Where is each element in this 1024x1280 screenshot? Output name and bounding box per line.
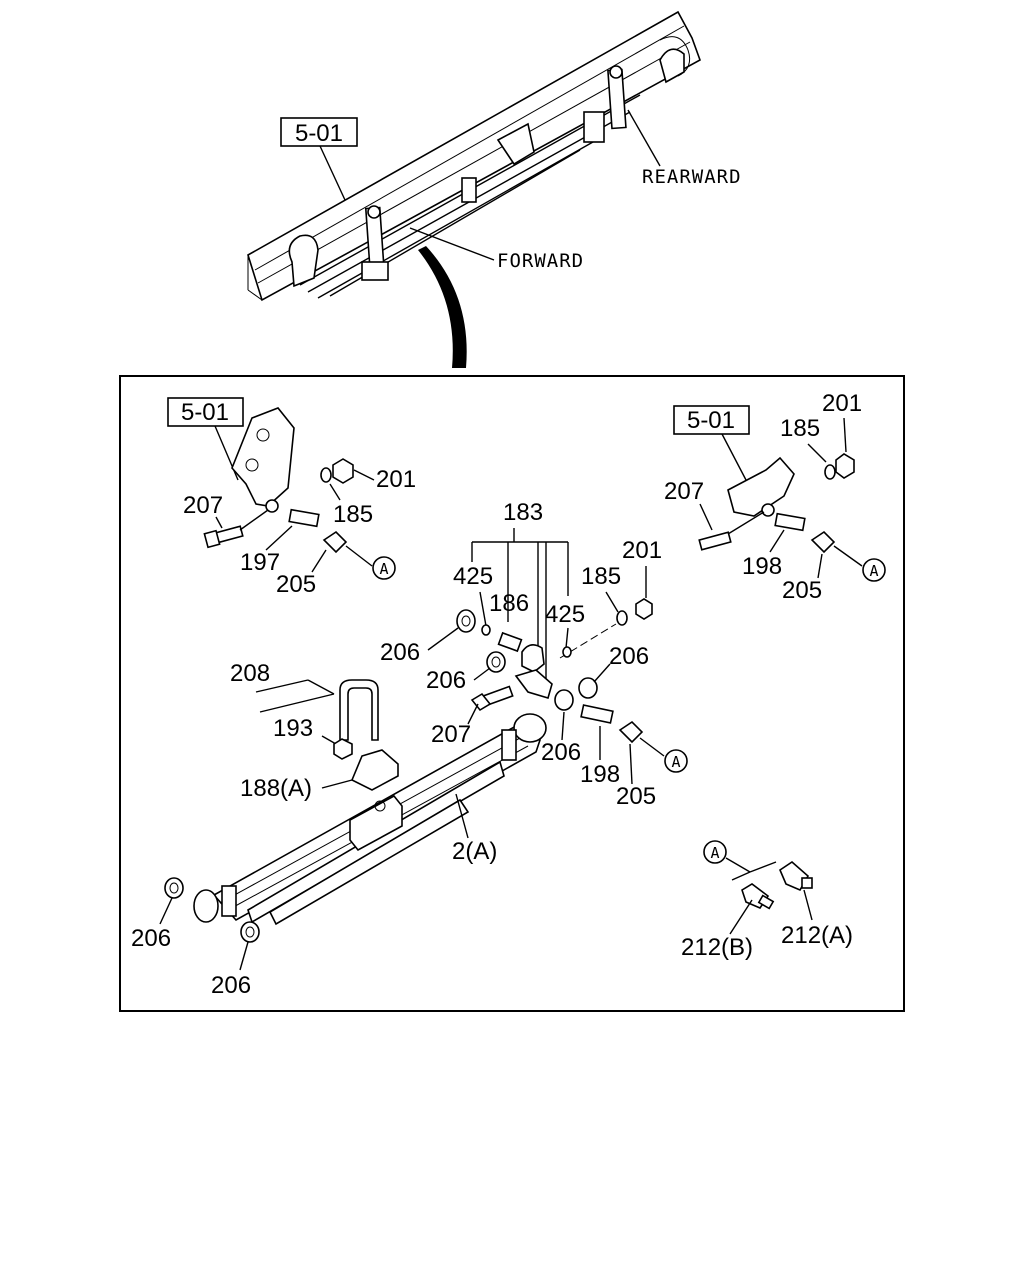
shackle-assembly: 183 425 186 425 185 201 207 bbox=[380, 499, 688, 810]
label-201-left: 201 bbox=[376, 466, 416, 493]
callout-a-right: A bbox=[869, 562, 878, 580]
label-188a: 188(A) bbox=[240, 775, 312, 802]
label-206-e: 206 bbox=[131, 925, 171, 952]
label-205-right: 205 bbox=[782, 577, 822, 604]
label-185-mid: 185 bbox=[581, 563, 621, 590]
label-205-mid: 205 bbox=[616, 783, 656, 810]
detail-frame bbox=[119, 375, 905, 1012]
label-185-right: 185 bbox=[780, 415, 820, 442]
label-207-right: 207 bbox=[664, 478, 704, 505]
label-425-right: 425 bbox=[545, 601, 585, 628]
label-2a: 2(A) bbox=[452, 838, 497, 865]
ref-box-right: 5-01 bbox=[687, 407, 735, 434]
label-425-left: 425 bbox=[453, 563, 493, 590]
u-bolt-group: 208 193 188(A) bbox=[230, 660, 399, 802]
label-207-mid: 207 bbox=[431, 721, 471, 748]
rear-bracket-group: 5-01 207 198 A 205 201 185 bbox=[664, 390, 886, 604]
label-212a: 212(A) bbox=[781, 922, 853, 949]
label-206-b: 206 bbox=[426, 667, 466, 694]
ref-box-left: 5-01 bbox=[181, 399, 229, 426]
label-186: 186 bbox=[489, 590, 529, 617]
label-201-mid: 201 bbox=[622, 537, 662, 564]
label-198-mid: 198 bbox=[580, 761, 620, 788]
label-197: 197 bbox=[240, 549, 280, 576]
chassis-overview: 5-01 FORWARD REARWARD bbox=[247, 10, 742, 368]
label-206-d: 206 bbox=[541, 739, 581, 766]
label-212b: 212(B) bbox=[681, 934, 753, 961]
rearward-label: REARWARD bbox=[642, 166, 742, 188]
callout-a-mid: A bbox=[671, 753, 680, 771]
label-206-f: 206 bbox=[211, 972, 251, 999]
label-201-right: 201 bbox=[822, 390, 862, 417]
label-193: 193 bbox=[273, 715, 313, 742]
grease-fitting-group: A 212(B) 212(A) bbox=[681, 840, 853, 961]
forward-label: FORWARD bbox=[497, 250, 584, 272]
label-208: 208 bbox=[230, 660, 270, 687]
callout-a-fittings: A bbox=[710, 844, 719, 862]
label-198-right: 198 bbox=[742, 553, 782, 580]
front-bracket-group: 5-01 207 197 A 205 201 185 bbox=[167, 397, 416, 598]
label-205-left: 205 bbox=[276, 571, 316, 598]
label-207-left: 207 bbox=[183, 492, 223, 519]
label-185-left: 185 bbox=[333, 501, 373, 528]
zoom-arrow bbox=[418, 246, 467, 368]
callout-a-left: A bbox=[379, 560, 388, 578]
label-206-c: 206 bbox=[609, 643, 649, 670]
label-206-a: 206 bbox=[380, 639, 420, 666]
leaf-spring-group: 2(A) 206 206 bbox=[131, 713, 547, 999]
label-183: 183 bbox=[503, 499, 543, 526]
overview-ref-box: 5-01 bbox=[295, 120, 343, 147]
